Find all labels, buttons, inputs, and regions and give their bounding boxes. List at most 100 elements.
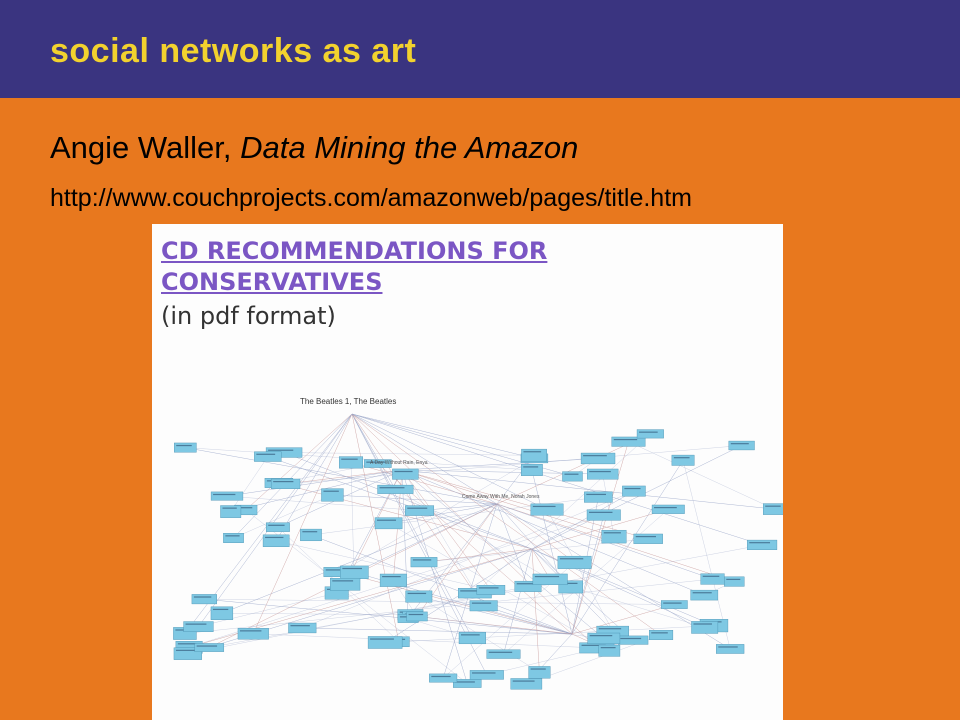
- graph-edge: [351, 413, 535, 459]
- graph-edge: [350, 462, 355, 574]
- graph-node: [728, 440, 755, 451]
- graph-node: [330, 578, 361, 591]
- graph-node: [220, 505, 242, 518]
- graph-node-text: [236, 507, 253, 509]
- graph-node-text: [268, 524, 285, 526]
- graph-node: [521, 448, 547, 462]
- graph-node: [223, 533, 244, 543]
- graph-edge: [278, 482, 533, 550]
- graph-node: [724, 576, 745, 587]
- graph-edge: [351, 413, 763, 546]
- network-graph: The Beatles 1, The Beatles A Day Without…: [173, 397, 783, 690]
- graph-node: [453, 679, 482, 688]
- graph-node-text: [534, 575, 560, 578]
- graph-node-text: [639, 431, 658, 433]
- graph-node-text: [213, 493, 236, 496]
- graph-edge: [351, 413, 396, 490]
- graph-node: [254, 451, 282, 462]
- graph-edge: [233, 413, 353, 539]
- graph-edge: [340, 458, 535, 573]
- graph-node: [622, 485, 646, 497]
- graph-node-text: [412, 559, 432, 561]
- artwork-title: Data Mining the Amazon: [240, 130, 579, 165]
- artwork-screenshot: CD RECOMMENDATIONS FOR CONSERVATIVES (in…: [152, 224, 783, 720]
- graph-node: [458, 632, 486, 645]
- graph-node: [367, 636, 403, 649]
- graph-edge: [628, 441, 775, 510]
- graph-edge: [483, 605, 573, 635]
- graph-node: [377, 484, 414, 494]
- graph-edge: [401, 469, 604, 639]
- graph-nodes: [173, 429, 783, 690]
- graph-node-text: [342, 567, 362, 570]
- graph-edge: [230, 456, 268, 512]
- graph-node-text: [516, 583, 536, 585]
- recommendations-heading-link[interactable]: CD RECOMMENDATIONS FOR CONSERVATIVES: [161, 236, 547, 298]
- graph-edge: [570, 586, 705, 628]
- graph-edge: [275, 413, 353, 541]
- graph-node: [528, 666, 551, 679]
- graph-node: [611, 436, 646, 447]
- graph-node: [633, 533, 663, 544]
- graph-edge: [351, 413, 473, 639]
- graph-edge: [496, 455, 535, 505]
- graph-node-text: [323, 490, 339, 492]
- graph-edge: [405, 474, 484, 606]
- graph-node: [661, 600, 688, 609]
- graph-edge: [351, 413, 731, 650]
- graph-node-text: [613, 438, 638, 441]
- graph-node: [210, 491, 244, 501]
- graph-node-text: [394, 470, 413, 473]
- graph-node-text: [560, 582, 578, 584]
- graph-edge: [310, 496, 599, 536]
- graph-node-text: [589, 635, 613, 637]
- graph-node: [598, 644, 621, 657]
- graph-node: [530, 503, 564, 516]
- graph-node-text: [523, 451, 542, 453]
- graph-edge: [571, 604, 675, 635]
- graph-node: [532, 573, 568, 585]
- graph-edge: [496, 503, 571, 588]
- graph-node-text: [472, 672, 496, 674]
- graph-node: [636, 429, 664, 439]
- graph-node: [651, 504, 685, 514]
- graph-edge: [302, 627, 573, 635]
- graph-node: [173, 647, 202, 660]
- graph-node: [174, 442, 197, 453]
- graph-edge: [285, 469, 403, 485]
- graph-edge: [546, 509, 613, 632]
- graph-node-text: [765, 505, 781, 507]
- graph-node-text: [598, 628, 622, 630]
- graph-edge: [230, 469, 403, 512]
- graph-edge: [351, 413, 548, 510]
- graph-node-text: [239, 630, 262, 632]
- graph-node-text: [693, 623, 712, 625]
- graph-node-text: [635, 535, 656, 538]
- graph-node: [562, 471, 583, 482]
- graph-node-text: [268, 449, 294, 451]
- graph-node-text: [523, 466, 539, 468]
- graph-node-text: [488, 651, 513, 653]
- graph-edge: [284, 452, 535, 456]
- graph-edge: [245, 413, 353, 511]
- graph-edge: [395, 489, 551, 580]
- graph-secondary-label: A Day Without Rain, Enya: [370, 460, 428, 466]
- graph-node: [584, 491, 613, 503]
- graph-edge: [682, 460, 731, 649]
- graph-edge: [571, 460, 684, 635]
- graph-node: [469, 600, 498, 612]
- graph-node-text: [455, 681, 475, 683]
- graph-node: [691, 621, 719, 634]
- graph-node-text: [532, 505, 556, 508]
- graph-node-text: [225, 535, 240, 537]
- graph-node-text: [460, 590, 484, 592]
- graph-node: [716, 644, 745, 654]
- graph-node: [580, 452, 616, 465]
- graph-edge: [198, 413, 353, 627]
- graph-node-text: [196, 645, 218, 647]
- graph-node: [521, 464, 543, 476]
- graph-edge: [185, 447, 498, 505]
- graph-node: [237, 628, 269, 640]
- graph-node-text: [586, 493, 606, 496]
- graph-node-text: [692, 592, 712, 594]
